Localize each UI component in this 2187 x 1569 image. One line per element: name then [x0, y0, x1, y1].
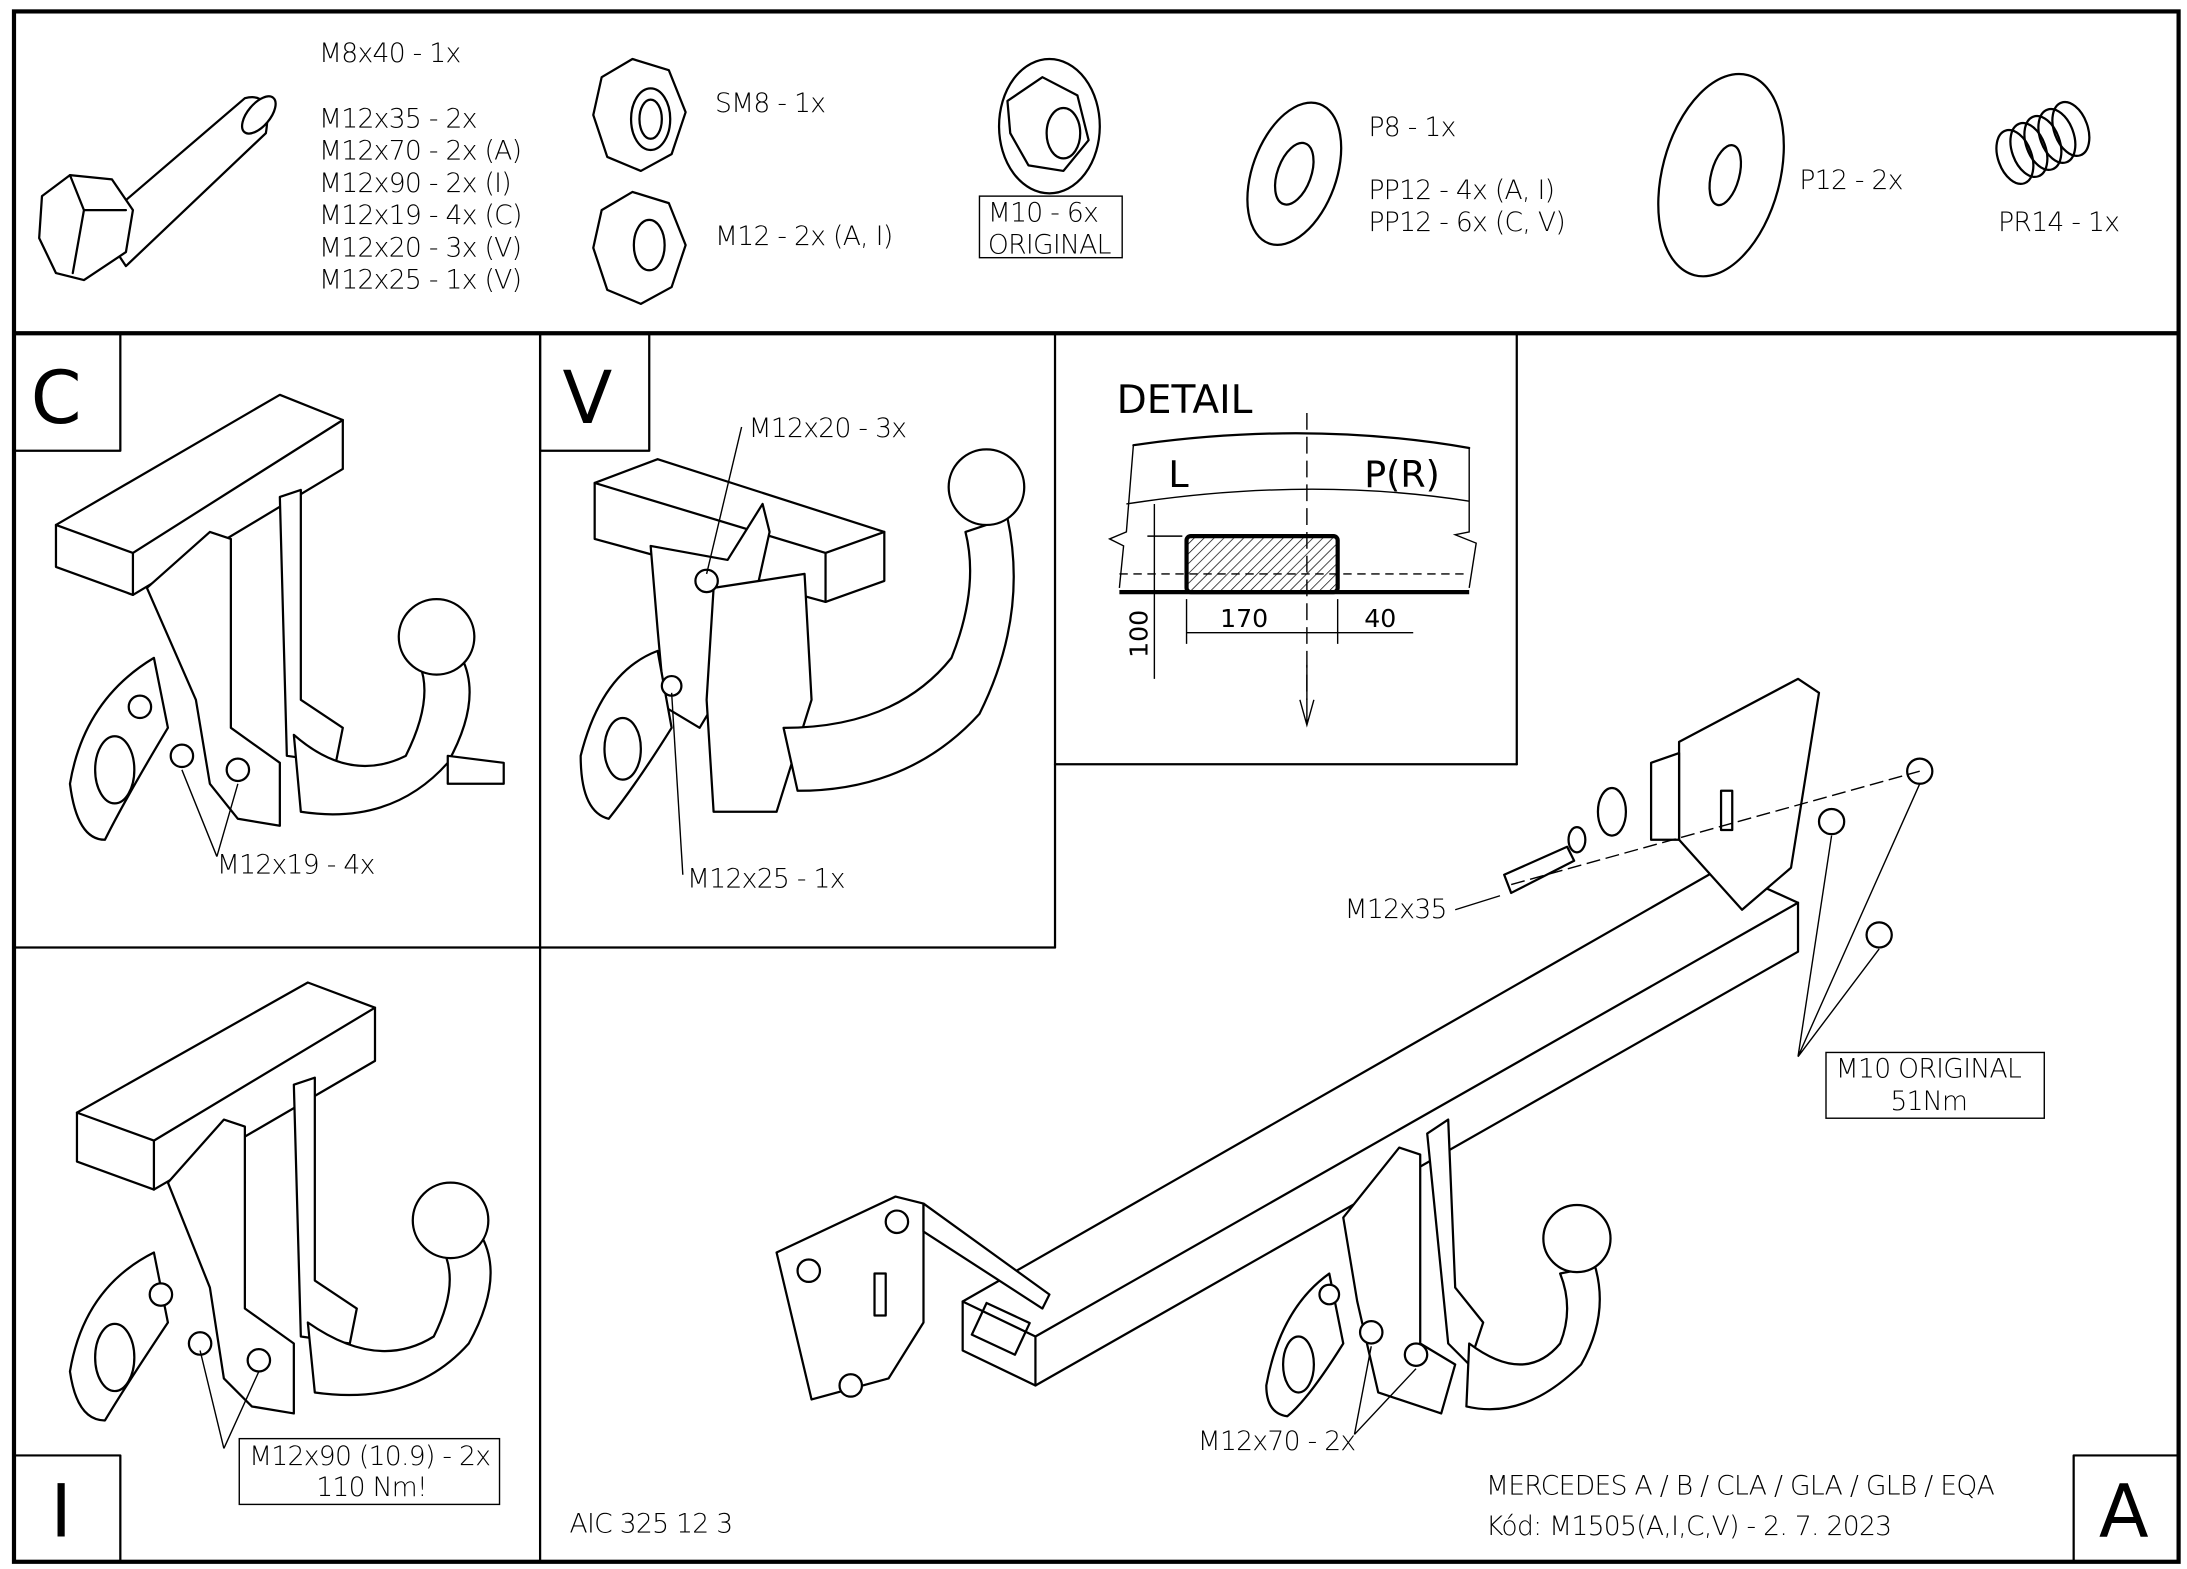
- detail-right-label: P(R): [1364, 453, 1440, 496]
- m10-torque-line2: 51Nm: [1890, 1086, 1967, 1117]
- bolt-label: M12x25 - 1x (V): [319, 264, 521, 295]
- detail-view: DETAIL L P(R) 170 40 100: [1107, 378, 1477, 728]
- flange-nut-icon: [997, 57, 1101, 195]
- panel-i-callout-line1: M12x90 (10.9) - 2x: [249, 1441, 490, 1472]
- pp12-label: PP12 - 4x (A, I): [1368, 175, 1554, 206]
- washer-p8-icon: [1246, 101, 1343, 247]
- panel-i-callout-line2: 110 Nm!: [316, 1472, 427, 1503]
- panel-i-letter-box: [12, 1454, 122, 1563]
- detail-dim-offset: 40: [1364, 604, 1396, 633]
- panel-v-letter: V: [562, 356, 612, 441]
- footer-code: Kód: M1505(A,I,C,V) - 2. 7. 2023: [1486, 1511, 1891, 1542]
- m10-original-box: [978, 195, 1123, 259]
- pr14-label: PR14 - 1x: [1998, 207, 2119, 238]
- panel-a-letter-box: [2072, 1454, 2180, 1563]
- lock-nut-icon: [592, 57, 687, 173]
- panel-a-letter: A: [2099, 1470, 2149, 1555]
- hex-nut-icon: [592, 190, 687, 305]
- panel-v-callout-top: M12x20 - 3x: [749, 413, 907, 444]
- m12-nut-label: M12 - 2x (A, I): [715, 221, 893, 252]
- bolt-label: M12x90 - 2x (I): [319, 168, 511, 199]
- panel-v-letter-box: [538, 332, 651, 452]
- bolt-label: M12x20 - 3x (V): [319, 232, 521, 263]
- callout-leader: [670, 692, 684, 875]
- towbar-i-drawing: [68, 981, 492, 1422]
- pp12-label: PP12 - 6x (C, V): [1368, 207, 1565, 238]
- m10-torque-box: [1825, 1051, 2045, 1119]
- bolt-icon: [38, 95, 277, 282]
- m10-label: M10 - 6x: [988, 197, 1098, 228]
- towbar-v-drawing: [579, 448, 1026, 820]
- towbar-main-drawing: [775, 677, 1934, 1418]
- bolt-label: M12x70 - 2x (A): [319, 136, 521, 167]
- washer-p12-icon: [1657, 72, 1785, 278]
- panel-c-letter: C: [31, 356, 82, 441]
- callout-leader: [1797, 783, 1921, 1058]
- detail-dim-width: 170: [1220, 604, 1268, 633]
- callout-leader: [705, 426, 743, 575]
- callout-leader: [181, 769, 239, 857]
- footer-vehicle: MERCEDES A / B / CLA / GLA / GLB / EQA: [1486, 1471, 1995, 1502]
- drawing-frame: [11, 9, 2181, 1564]
- panel-c-callout: M12x19 - 4x: [217, 849, 375, 880]
- m10-original-label: ORIGINAL: [988, 229, 1111, 260]
- bolt-label: M12x19 - 4x (C): [319, 200, 522, 231]
- detail-title: DETAIL: [1117, 378, 1253, 423]
- m10-torque-line1: M10 ORIGINAL: [1836, 1054, 2021, 1085]
- p8-label: P8 - 1x: [1368, 112, 1455, 143]
- sm8-label: SM8 - 1x: [715, 88, 825, 119]
- spring-icon: [1995, 100, 2091, 185]
- detail-left-label: L: [1168, 453, 1189, 496]
- panel-grid: [12, 332, 1518, 1563]
- panel-v-callout-bottom: M12x25 - 1x: [687, 863, 845, 894]
- main-bottom-bolt-callout: M12x70 - 2x: [1198, 1426, 1356, 1457]
- callout-leader: [1353, 1346, 1417, 1435]
- p12-label: P12 - 2x: [1799, 165, 1902, 196]
- callout-leader: [199, 1350, 260, 1449]
- panel-i-callout-box: [238, 1437, 501, 1506]
- main-bolt-callout: M12x35: [1345, 894, 1447, 925]
- footer-code-left: AIC 325 12 3: [569, 1508, 732, 1539]
- panel-i-letter: I: [50, 1470, 71, 1555]
- bolt-label: M12x35 - 2x: [319, 104, 477, 135]
- panel-c-letter-box: [12, 332, 122, 452]
- detail-dim-height: 100: [1124, 610, 1153, 658]
- towbar-c-drawing: [54, 393, 505, 841]
- callout-leader: [1454, 895, 1501, 911]
- bolt-m8x40-label: M8x40 - 1x: [319, 38, 461, 69]
